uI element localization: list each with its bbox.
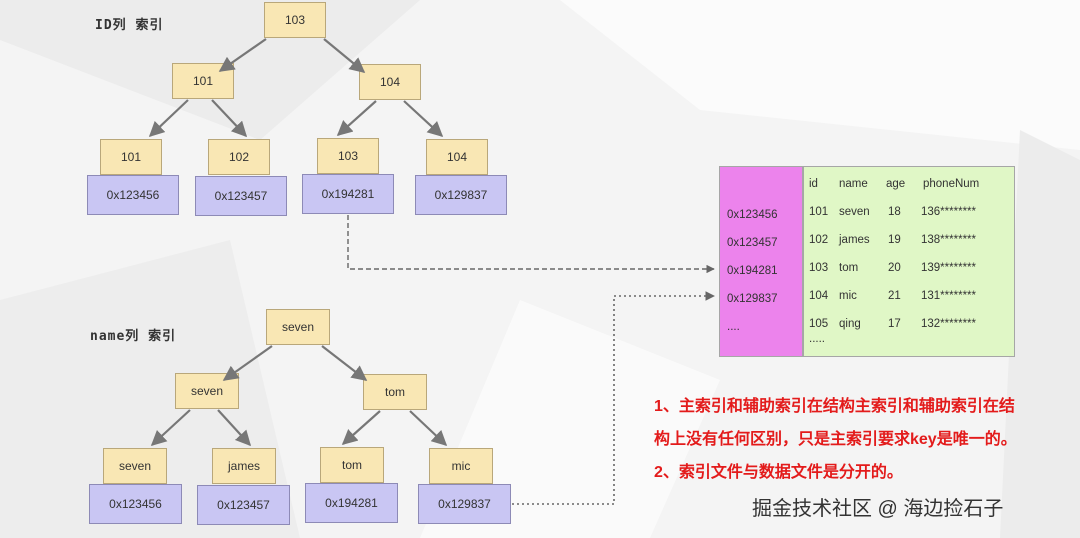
table-addr-4: 0x129837 xyxy=(727,293,778,305)
table-cell: 132******** xyxy=(921,318,976,330)
name-leaf-key-4: mic xyxy=(429,448,493,484)
table-cell: qing xyxy=(839,318,861,330)
table-cell: 20 xyxy=(888,262,901,274)
id-leaf-addr-4: 0x129837 xyxy=(415,175,507,215)
name-root-node: seven xyxy=(266,309,330,345)
table-addr-more: .... xyxy=(727,321,740,333)
name-leaf-addr-2: 0x123457 xyxy=(197,485,290,525)
name-level1-node-right: tom xyxy=(363,374,427,410)
id-root-node: 103 xyxy=(264,2,326,38)
table-cell: seven xyxy=(839,206,870,218)
name-index-title: name列 索引 xyxy=(90,329,177,344)
id-leaf-key-3: 103 xyxy=(317,138,379,174)
edge-name-seven-left xyxy=(150,409,191,447)
table-addr-2: 0x123457 xyxy=(727,237,778,249)
id-level1-node-right: 104 xyxy=(359,64,421,100)
table-cell: 18 xyxy=(888,206,901,218)
edge-name-seven-right xyxy=(217,409,252,447)
table-cell: mic xyxy=(839,290,857,302)
table-cell: 131******** xyxy=(921,290,976,302)
table-header-age: age xyxy=(886,178,906,190)
table-cell: 105 xyxy=(809,318,829,330)
name-leaf-key-1: seven xyxy=(103,448,167,484)
name-leaf-addr-3: 0x194281 xyxy=(305,483,398,523)
table-addr-1: 0x123456 xyxy=(727,209,778,221)
table-cell: 17 xyxy=(888,318,901,330)
edge-name-tom-left xyxy=(341,410,381,446)
table-cell: tom xyxy=(839,262,859,274)
name-leaf-addr-4: 0x129837 xyxy=(418,484,511,524)
table-addr-3: 0x194281 xyxy=(727,265,778,277)
edge-name-tom-right xyxy=(409,410,448,447)
name-pointer-arrow xyxy=(512,291,715,505)
id-pointer-arrow xyxy=(347,215,715,274)
edge-id-root-left xyxy=(218,38,267,72)
id-leaf-addr-3: 0x194281 xyxy=(302,174,394,214)
table-cell: 19 xyxy=(888,234,901,246)
id-level1-node-left: 101 xyxy=(172,63,234,99)
table-cell: 21 xyxy=(888,290,901,302)
edge-id-101-left xyxy=(148,99,189,138)
edge-name-root-right xyxy=(321,345,368,381)
table-cell: 104 xyxy=(809,290,829,302)
id-leaf-key-2: 102 xyxy=(208,139,270,175)
table-cell: james xyxy=(839,234,870,246)
table-cell: 139******** xyxy=(921,262,976,274)
id-leaf-addr-2: 0x123457 xyxy=(195,176,287,216)
name-leaf-addr-1: 0x123456 xyxy=(89,484,182,524)
table-cell: 136******** xyxy=(921,206,976,218)
id-leaf-addr-1: 0x123456 xyxy=(87,175,179,215)
table-cell: 101 xyxy=(809,206,829,218)
id-index-title: ID列 索引 xyxy=(95,18,164,33)
table-header-id: id xyxy=(809,178,818,190)
table-cell: 102 xyxy=(809,234,829,246)
table-trailing-ellipsis: ..... xyxy=(809,333,825,345)
edge-id-104-left xyxy=(336,100,377,137)
table-header-phone: phoneNum xyxy=(923,178,980,190)
edge-id-104-right xyxy=(403,100,444,138)
note-line-1: 1、主索引和辅助索引在结构主索引和辅助索引在结 xyxy=(654,398,1015,415)
edge-id-root-right xyxy=(323,38,366,73)
edge-name-root-left xyxy=(222,345,273,381)
table-address-column: 0x123456 0x123457 0x194281 0x129837 .... xyxy=(719,166,803,357)
table-header-name: name xyxy=(839,178,868,190)
edge-id-101-right xyxy=(211,99,248,138)
table-cell: 103 xyxy=(809,262,829,274)
table-cell: 138******** xyxy=(921,234,976,246)
id-leaf-key-4: 104 xyxy=(426,139,488,175)
note-line-3: 2、索引文件与数据文件是分开的。 xyxy=(654,464,903,481)
id-leaf-key-1: 101 xyxy=(100,139,162,175)
watermark: 掘金技术社区 @ 海边捡石子 xyxy=(752,498,1004,520)
note-line-2: 构上没有任何区别，只是主索引要求key是唯一的。 xyxy=(654,431,1017,448)
name-leaf-key-3: tom xyxy=(320,447,384,483)
name-leaf-key-2: james xyxy=(212,448,276,484)
table-data-column: id name age phoneNum 101 seven 18 136***… xyxy=(803,166,1015,357)
